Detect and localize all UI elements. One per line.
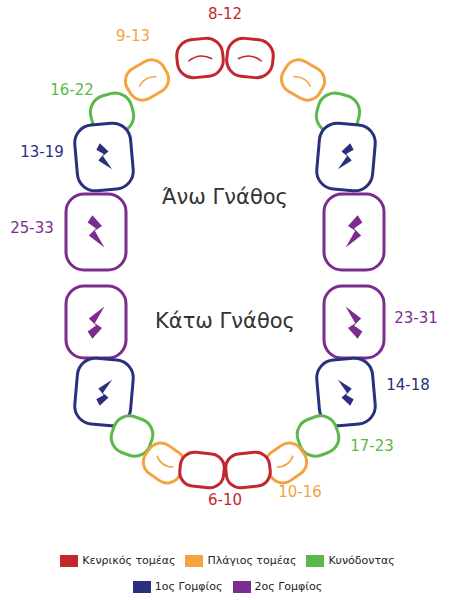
lateral-incisor xyxy=(120,55,329,105)
central-incisor xyxy=(178,451,271,489)
legend-item: Κυνόδοντας xyxy=(306,554,394,567)
legend-swatch xyxy=(185,555,203,567)
callout-number: 23-31 xyxy=(394,310,438,327)
legend-text: Κενρικός τομέας xyxy=(82,554,175,567)
legend-row: 1ος Γομφίος 2ος Γομφίος xyxy=(0,580,455,593)
legend-row: Κενρικός τομέας Πλάγιος τομέας Κυνόδοντας xyxy=(0,554,455,567)
legend-item: 1ος Γομφίος xyxy=(133,580,223,593)
legend-item: Κενρικός τομέας xyxy=(60,554,175,567)
callout-number: 6-10 xyxy=(208,492,242,509)
legend-text: Πλάγιος τομέας xyxy=(207,554,296,567)
legend-item: 2ος Γομφίος xyxy=(233,580,323,593)
canine xyxy=(107,411,344,460)
jaw-label: Άνω Γνάθος xyxy=(162,186,288,209)
legend-item: Πλάγιος τομέας xyxy=(185,554,296,567)
callout-number: 14-18 xyxy=(386,377,430,394)
callout-number: 9-13 xyxy=(116,28,150,45)
callout-number: 16-22 xyxy=(50,82,94,99)
callout-number: 25-33 xyxy=(10,220,54,237)
callout-number: 13-19 xyxy=(20,144,64,161)
legend-swatch xyxy=(306,555,324,567)
legend-swatch xyxy=(133,581,151,593)
callout-number: 10-16 xyxy=(278,484,322,501)
second-molar xyxy=(66,286,384,358)
legend-swatch xyxy=(233,581,251,593)
first-molar xyxy=(73,122,377,193)
legend-text: 2ος Γομφίος xyxy=(255,580,323,593)
first-molar xyxy=(73,357,377,428)
central-incisor xyxy=(175,37,275,80)
lateral-incisor xyxy=(138,438,312,489)
legend-text: Κυνόδοντας xyxy=(328,554,394,567)
legend-text: 1ος Γομφίος xyxy=(155,580,223,593)
legend-swatch xyxy=(60,555,78,567)
callout-number: 8-12 xyxy=(208,6,242,23)
callout-number: 17-23 xyxy=(350,438,394,455)
jaw-label: Κάτω Γνάθος xyxy=(155,310,295,333)
